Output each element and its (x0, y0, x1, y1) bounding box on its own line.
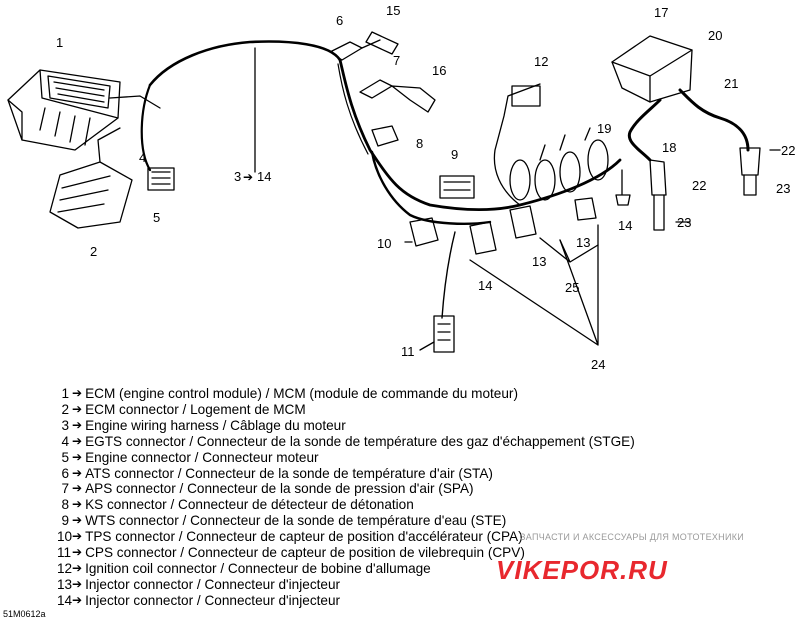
legend-item-1: 1➔ECM (engine control module) / MCM (mod… (61, 386, 518, 401)
callout-6: 6 (336, 13, 343, 28)
arrow-right-icon: ➔ (72, 417, 83, 432)
legend-item-7: 7➔APS connector / Connecteur de la sonde… (61, 481, 474, 497)
legend-item-8: 8➔KS connector / Connecteur de détecteur… (61, 497, 414, 513)
legend-item-9: 9➔WTS connector / Connecteur de la sonde… (61, 513, 507, 529)
legend-item-6: 6➔ATS connector / Connecteur de la sonde… (61, 465, 493, 481)
callout-19: 19 (597, 121, 611, 136)
arrow-right-icon: ➔ (72, 545, 83, 560)
wiring-harness-diagram: 1 2 3 ➔ 14 4 5 6 15 7 16 8 9 10 14 11 12… (7, 3, 795, 372)
callout-17: 17 (654, 5, 668, 20)
callout-16: 16 (432, 63, 446, 78)
callout-22: 22 (692, 178, 706, 193)
callout-25: 25 (565, 280, 579, 295)
callout-13-right: 13 (576, 235, 590, 250)
legend-item-10: 10➔TPS connector / Connecteur de capteur… (57, 529, 523, 545)
callout-23: 23 (677, 215, 691, 230)
legend-item-11: 11➔CPS connector / Connecteur de capteur… (57, 545, 525, 561)
legend-item-14: 14➔Injector connector / Connecteur d'inj… (57, 592, 341, 608)
callout-15: 15 (386, 3, 400, 18)
legend-item-3: 3➔Engine wiring harness / Câblage du mot… (61, 417, 346, 433)
callout-22-right: 22 (781, 143, 795, 158)
egts-connector-drawing (147, 167, 175, 191)
arrow-right-icon: ➔ (72, 497, 83, 512)
arrow-right-icon: ➔ (72, 386, 83, 400)
callout-4: 4 (139, 150, 146, 165)
callout-20: 20 (708, 28, 722, 43)
callout-9: 9 (451, 147, 458, 162)
arrow-right-icon: ➔ (72, 576, 83, 591)
callout-5: 5 (153, 210, 160, 225)
callout-7: 7 (393, 53, 400, 68)
arrow-right-icon: ➔ (72, 560, 83, 575)
legend-item-13: 13➔Injector connector / Connecteur d'inj… (57, 576, 341, 592)
figure-code: 51M0612a (3, 609, 46, 619)
watermark-logo: VIKEPOR.RU (496, 555, 668, 585)
arrow-right-icon: ➔ (72, 433, 83, 448)
callout-14-right: 14 (618, 218, 632, 233)
arrow-right-icon: ➔ (72, 592, 83, 607)
arrow-right-icon: ➔ (72, 465, 83, 480)
arrow-right-icon: ➔ (72, 481, 83, 496)
callout-13: 13 (532, 254, 546, 269)
callout-12: 12 (534, 54, 548, 69)
callout-2: 2 (90, 244, 97, 259)
legend-item-4: 4➔EGTS connector / Connecteur de la sond… (61, 433, 635, 449)
arrow-right-icon: ➔ (72, 529, 83, 544)
callout-23-right: 23 (776, 181, 790, 196)
callout-8: 8 (416, 136, 423, 151)
callout-10: 10 (377, 236, 391, 251)
callout-14-harness: 14 (257, 169, 271, 184)
callout-11: 11 (401, 344, 415, 359)
callout-18: 18 (662, 140, 676, 155)
arrow-right-icon: ➔ (72, 513, 83, 528)
arrow-right-icon: ➔ (243, 170, 253, 184)
legend-item-12: 12➔Ignition coil connector / Connecteur … (57, 560, 431, 576)
arrow-right-icon: ➔ (72, 401, 83, 416)
ecm-connector-drawing (49, 127, 133, 229)
callout-1: 1 (56, 35, 63, 50)
watermark-text: ЗАПЧАСТИ И АКСЕССУАРЫ ДЛЯ МОТОТЕХНИКИ (520, 532, 745, 542)
arrow-right-icon: ➔ (72, 449, 83, 464)
callout-3: 3 (234, 169, 241, 184)
ecm-module-drawing (7, 69, 161, 151)
legend-item-5: 5➔Engine connector / Connecteur moteur (61, 449, 319, 465)
legend-item-2: 2➔ECM connector / Logement de MCM (61, 401, 306, 417)
callout-14: 14 (478, 278, 492, 293)
callout-24: 24 (591, 357, 605, 372)
callout-21: 21 (724, 76, 738, 91)
legend-list: 1➔ECM (engine control module) / MCM (mod… (57, 386, 635, 609)
